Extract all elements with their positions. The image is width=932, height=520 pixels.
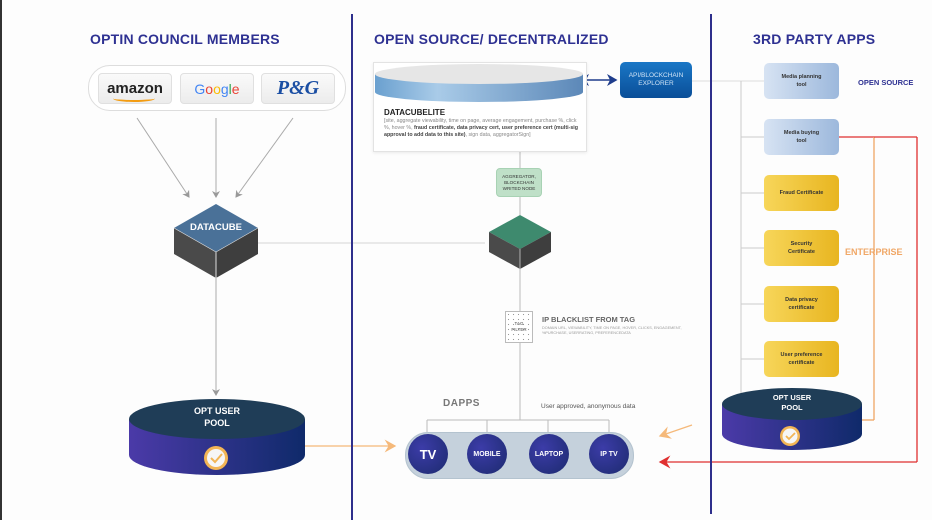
google-logo-text: Google (194, 80, 240, 97)
enterprise-label: ENTERPRISE (845, 247, 903, 257)
open-source-label: OPEN SOURCE (858, 78, 914, 87)
datacube-label: DATACUBE (190, 222, 242, 233)
arrow-amazon-datacube (136, 117, 190, 198)
column-divider-left (351, 14, 353, 520)
dapp-mobile[interactable]: MOBILE (467, 434, 507, 474)
dapp-laptop[interactable]: LAPTOP (529, 434, 569, 474)
dapps-title: DAPPS (443, 398, 480, 409)
council-members-group: amazon Google P&G (88, 65, 346, 111)
opt-user-pool-right (722, 388, 862, 450)
heading-open-source: OPEN SOURCE/ DECENTRALIZED (374, 31, 609, 47)
fraud-certificate-tool[interactable]: Fraud Certificate (764, 175, 839, 211)
google-logo: Google (180, 73, 254, 104)
amazon-logo: amazon (98, 73, 172, 104)
heading-third-party: 3RD PARTY APPS (753, 31, 876, 47)
ip-blacklist-title: IP BLACKLIST FROM TAG (542, 315, 636, 324)
column-divider-right (710, 14, 712, 514)
heading-optin-council: OPTIN COUNCIL MEMBERS (90, 31, 280, 47)
right-pool-label: OPT USER POOL (772, 393, 812, 412)
datacubelite-cylinder (375, 64, 583, 102)
ip-blacklist-description: DOMAIN URL, VIEWABILITY, TIME ON PAGE, H… (542, 326, 682, 335)
opt-user-pool-left (129, 399, 305, 475)
datacube-cube (173, 204, 259, 278)
dapp-ip-tv[interactable]: IP TV (589, 434, 629, 474)
pg-logo: P&G (261, 73, 335, 104)
blockchain-node-cube (489, 215, 551, 269)
left-pool-label: OPT USER POOL (193, 406, 240, 428)
left-border (0, 0, 2, 520)
arrow-pg-datacube (235, 117, 294, 198)
datacubelite-title: DATACUBELITE (384, 108, 446, 117)
arrow-enterprise-to-dapps (658, 424, 693, 439)
user-approved-note: User approved, anonymous data (541, 403, 636, 410)
datacubelite-description: [site, aggregate viewability, time on pa… (384, 118, 579, 138)
check-badge-icon (204, 446, 228, 470)
dapp-tv[interactable]: TV (408, 434, 448, 474)
